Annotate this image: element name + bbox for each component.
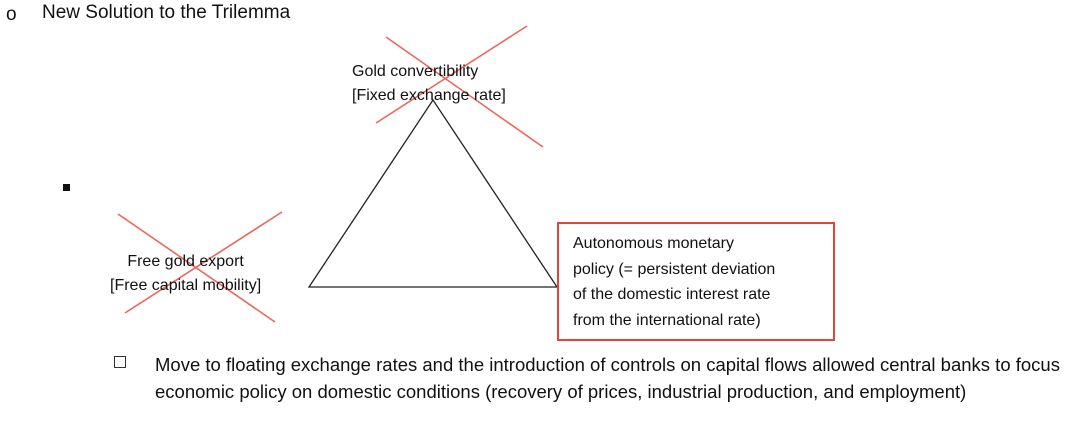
left-vertex-label: Free gold export [Free capital mobility] [110,250,261,298]
triangle-shape [307,98,559,288]
bullet-square-icon [63,184,70,191]
top-vertex-label: Gold convertibility [Fixed exchange rate… [352,60,506,108]
right-vertex-box: Autonomous monetary policy (= persistent… [557,222,835,341]
left-vertex-line-1: Free gold export [127,253,244,270]
left-vertex-line-2: [Free capital mobility] [110,277,262,294]
top-vertex-line-2: [Fixed exchange rate] [352,87,506,104]
right-vertex-line-1: Autonomous monetary [573,235,734,252]
bullet-paragraph: Move to floating exchange rates and the … [155,354,1060,402]
top-vertex-line-1: Gold convertibility [352,63,479,80]
right-vertex-line-2: policy (= persistent deviation [573,260,776,278]
right-vertex-line-3: of the domestic interest rate [573,286,771,303]
bullet-circle-icon: o [6,4,17,25]
slide-heading: New Solution to the Trilemma [42,2,291,23]
bullet-hollow-square-icon [114,356,126,368]
right-vertex-line-4: from the international rate) [573,311,761,329]
